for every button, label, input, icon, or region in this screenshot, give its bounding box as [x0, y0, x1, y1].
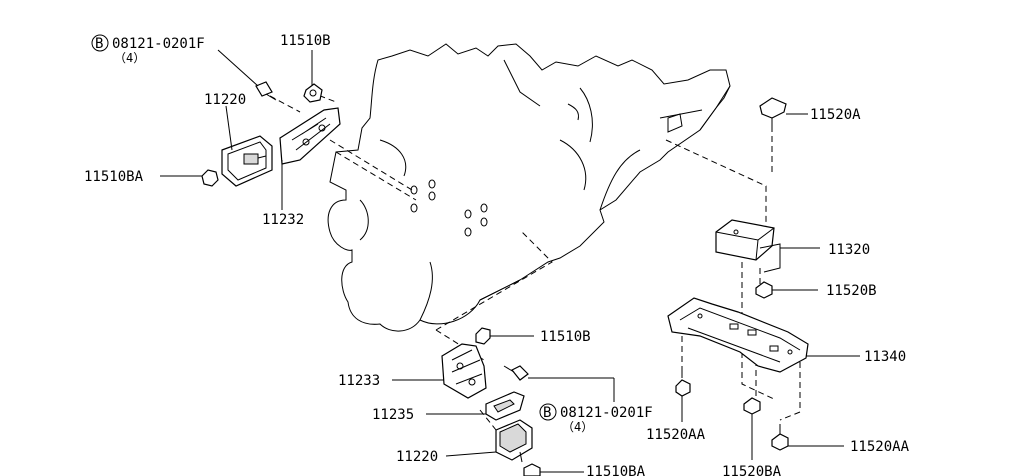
- crossmember-bolt-left: [675, 372, 691, 397]
- label-nut-cross-bottom: 11520BA: [722, 464, 782, 476]
- left-bracket: [279, 107, 341, 165]
- lower-bottom-nut: [523, 463, 541, 476]
- label-bolt-cross-left: 11520AA: [646, 427, 706, 443]
- label-rear-mount: 11320: [828, 242, 870, 258]
- label-mount-lower: 11220: [396, 449, 438, 465]
- bolt-symbol-top-letter: B: [95, 36, 103, 52]
- lower-plate: [485, 391, 525, 421]
- top-bolt: [255, 81, 277, 101]
- bolt-symbol-lower: B: [539, 403, 557, 421]
- label-nut-lower: 11510B: [540, 329, 591, 345]
- top-nut: [303, 83, 323, 103]
- label-mount-left: 11220: [204, 92, 246, 108]
- label-bolt-top: 08121-0201F: [112, 36, 205, 52]
- label-bolt-top-qty: （4）: [114, 51, 145, 65]
- label-bolt-lower-qty: （4）: [562, 420, 593, 434]
- label-bracket-right: 11233: [338, 373, 380, 389]
- leader-lines: [160, 49, 860, 473]
- lower-engine-mount: [495, 419, 533, 463]
- label-nut-bottom: 11510BA: [586, 464, 646, 476]
- lower-bolt: [503, 365, 529, 381]
- crossmember: [667, 297, 809, 373]
- rear-mount: [715, 219, 781, 273]
- label-bolt-cross-right: 11520AA: [850, 439, 910, 455]
- left-nut: [201, 169, 219, 187]
- label-bolt-lower: 08121-0201F: [560, 405, 653, 421]
- label-crossmember: 11340: [864, 349, 906, 365]
- crossmember-nut-bottom: [743, 397, 761, 415]
- label-plate-lower: 11235: [372, 407, 414, 423]
- bolt-symbol-top: B: [91, 34, 109, 52]
- bolt-symbol-lower-letter: B: [543, 405, 551, 421]
- label-bolt-rear: 11520A: [810, 107, 861, 123]
- label-rear-nut: 11520B: [826, 283, 877, 299]
- assembly-dash-lines: [269, 91, 801, 431]
- label-nut-top: 11510B: [280, 33, 331, 49]
- crossmember-bolt-right: [771, 424, 789, 451]
- rear-bolt: [759, 97, 787, 126]
- left-engine-mount: [221, 135, 273, 187]
- label-bracket-left: 11232: [262, 212, 304, 228]
- lower-nut-top: [475, 327, 491, 345]
- engine-transmission-outline: [327, 43, 731, 332]
- rear-nut: [755, 281, 773, 299]
- label-nut-left: 11510BA: [84, 169, 144, 185]
- right-bracket: [441, 343, 487, 399]
